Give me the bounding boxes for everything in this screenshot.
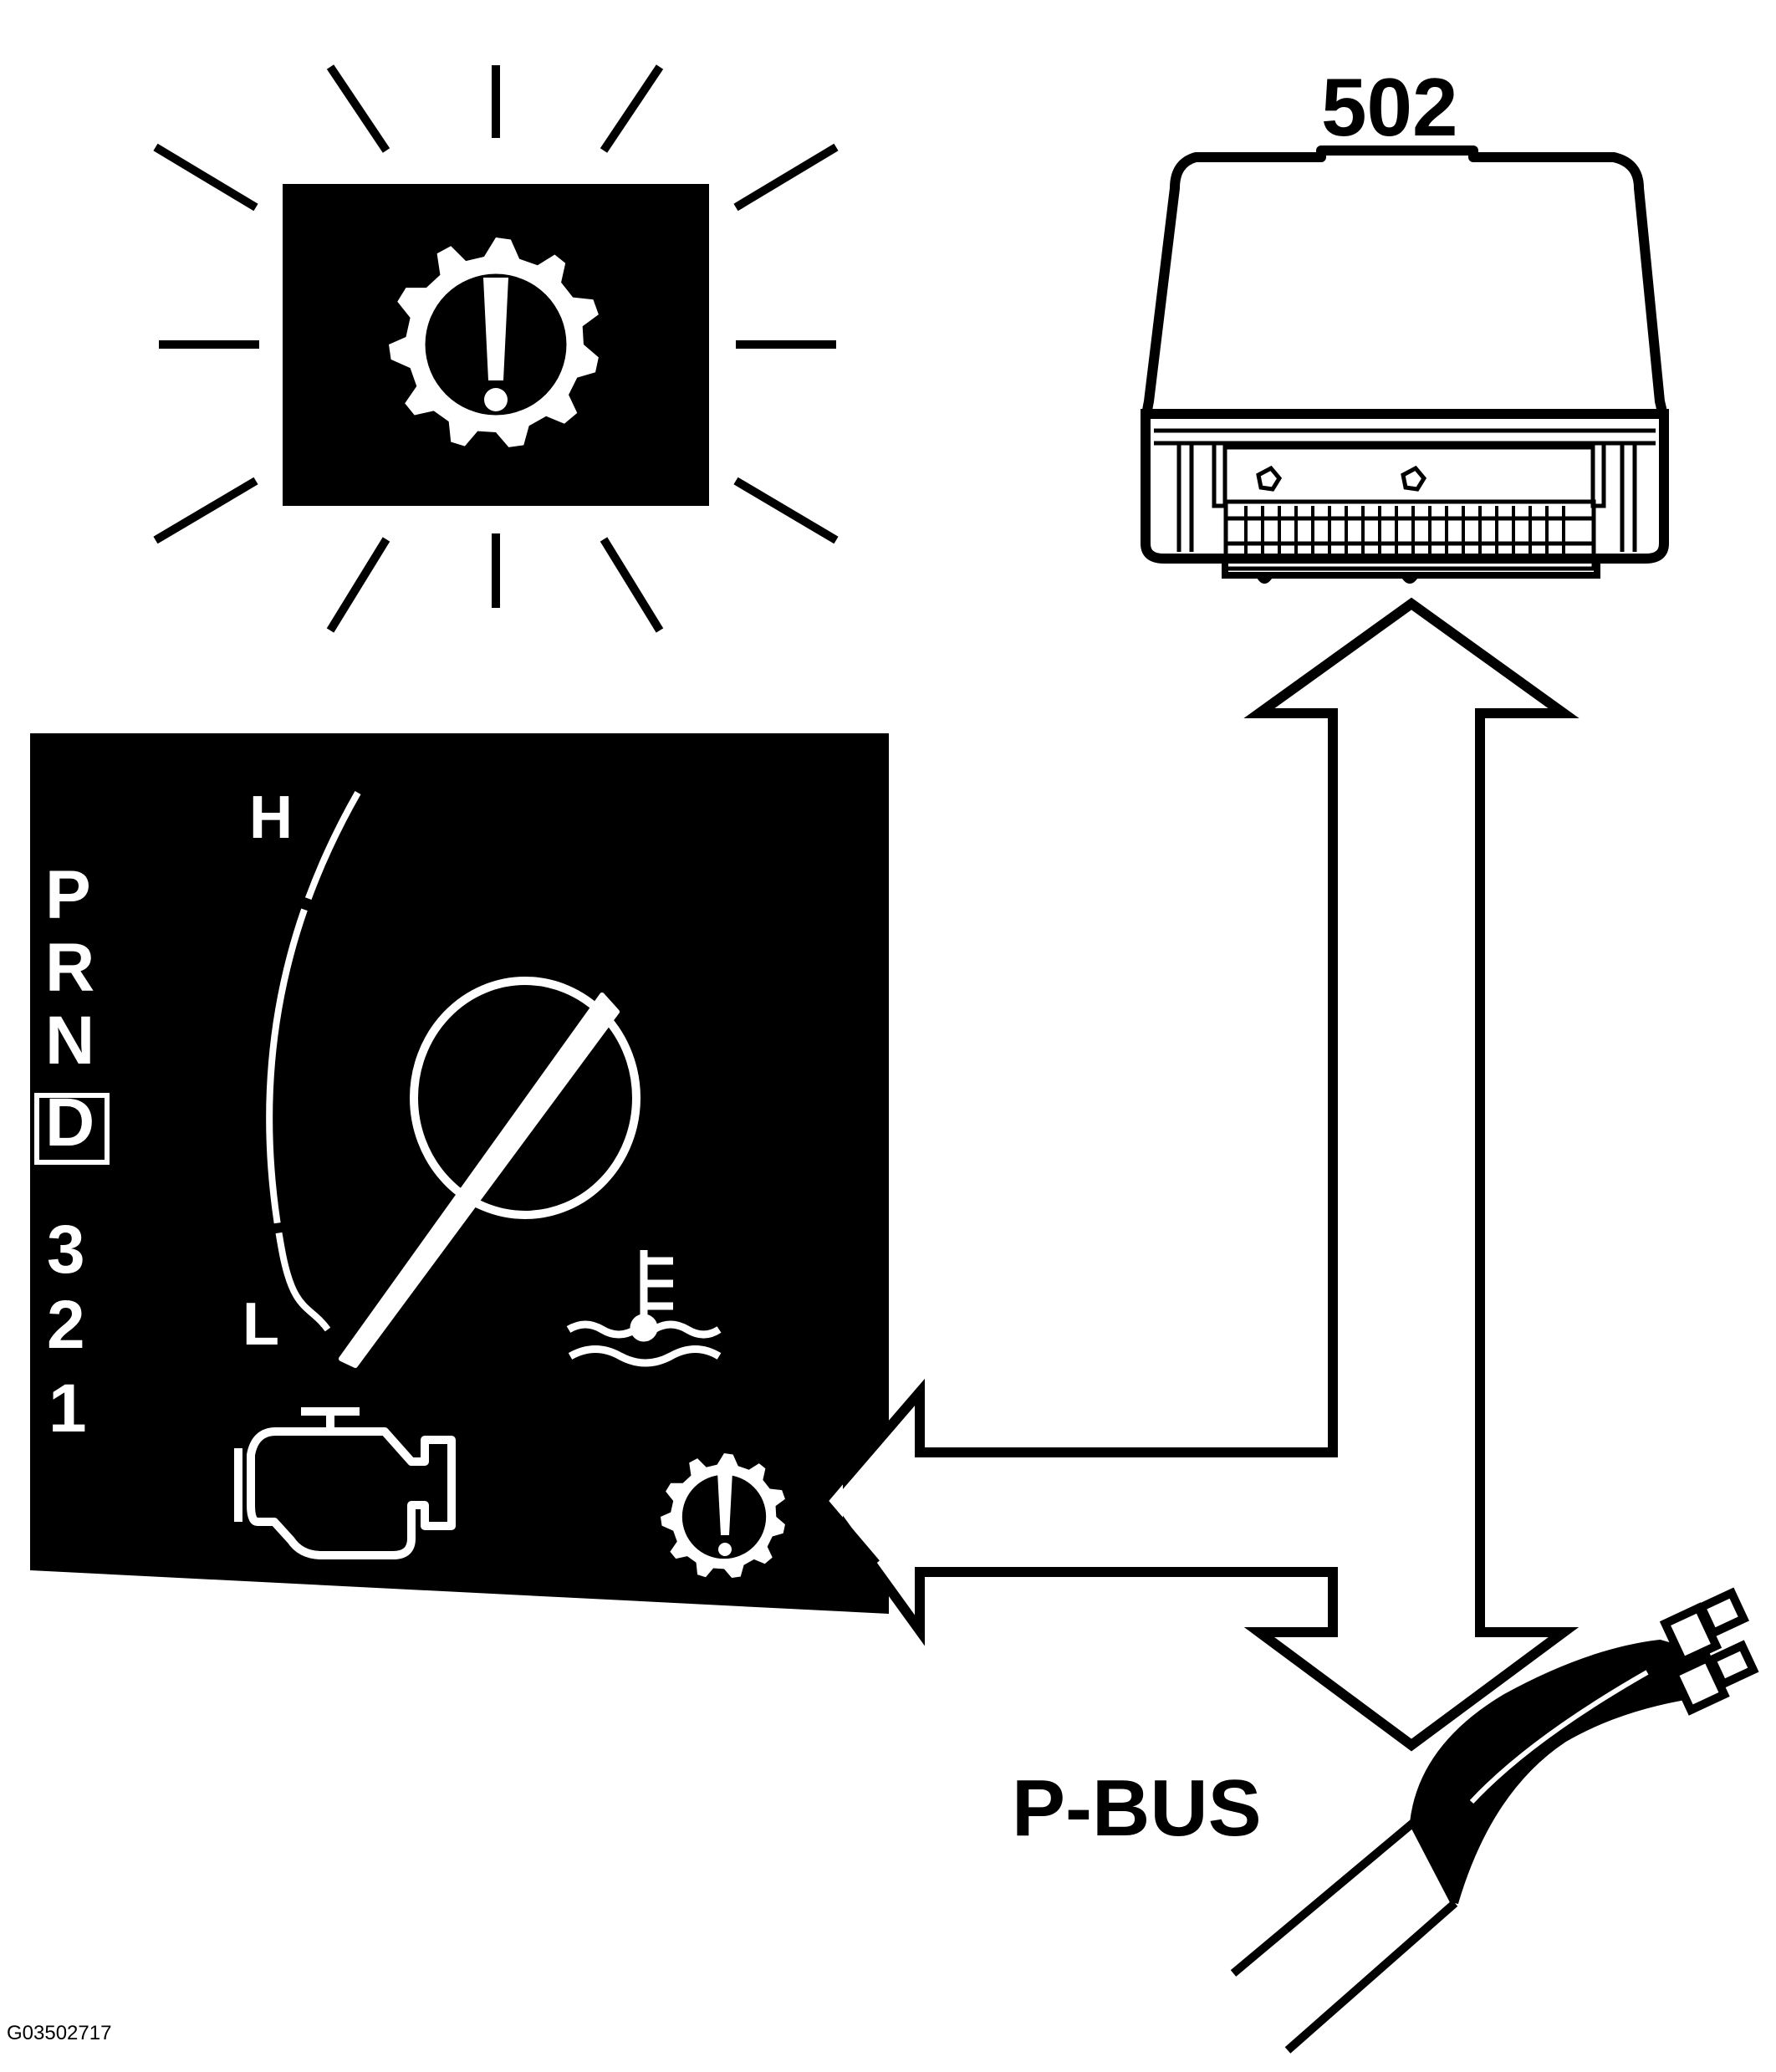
bus-connector [1659,1587,1759,1716]
cluster-arrow [819,1378,1338,1646]
temperature-gauge: H L [242,784,640,1368]
gear-1: 1 [48,1370,87,1447]
gauge-high-label: H [249,784,293,851]
cluster-panel [30,733,889,1614]
gear-p: P [45,857,91,933]
figure-id: G03502717 [7,2022,112,2044]
gauge-low-label: L [242,1291,279,1358]
module-housing [1141,145,1669,431]
module-connector [1154,428,1656,571]
bus-arrows [819,597,1580,1752]
module-label: 502 [1321,61,1458,153]
gauge-needle [339,993,620,1368]
gear-selector: P R N D 3 2 1 [45,857,94,1447]
control-module: 502 [1141,61,1669,584]
bus-label: P-BUS [1012,1763,1262,1853]
p-bus-cable: P-BUS [1012,1587,1759,2054]
gear-3: 3 [47,1212,85,1288]
check-engine-icon [234,1407,456,1559]
gear-n: N [45,1003,94,1079]
exclamation-mark [483,278,508,380]
gear-2: 2 [47,1287,85,1363]
gear-r: R [45,930,94,1006]
gauge-hub [410,977,640,1219]
instrument-cluster: P R N D 3 2 1 H L [30,733,889,1614]
warning-lamp [153,64,839,633]
gauge-scale-arc [266,791,361,1332]
flash-rays [153,64,839,633]
coolant-temperature-icon [566,1250,722,1367]
selected-gear-box [34,1093,110,1165]
